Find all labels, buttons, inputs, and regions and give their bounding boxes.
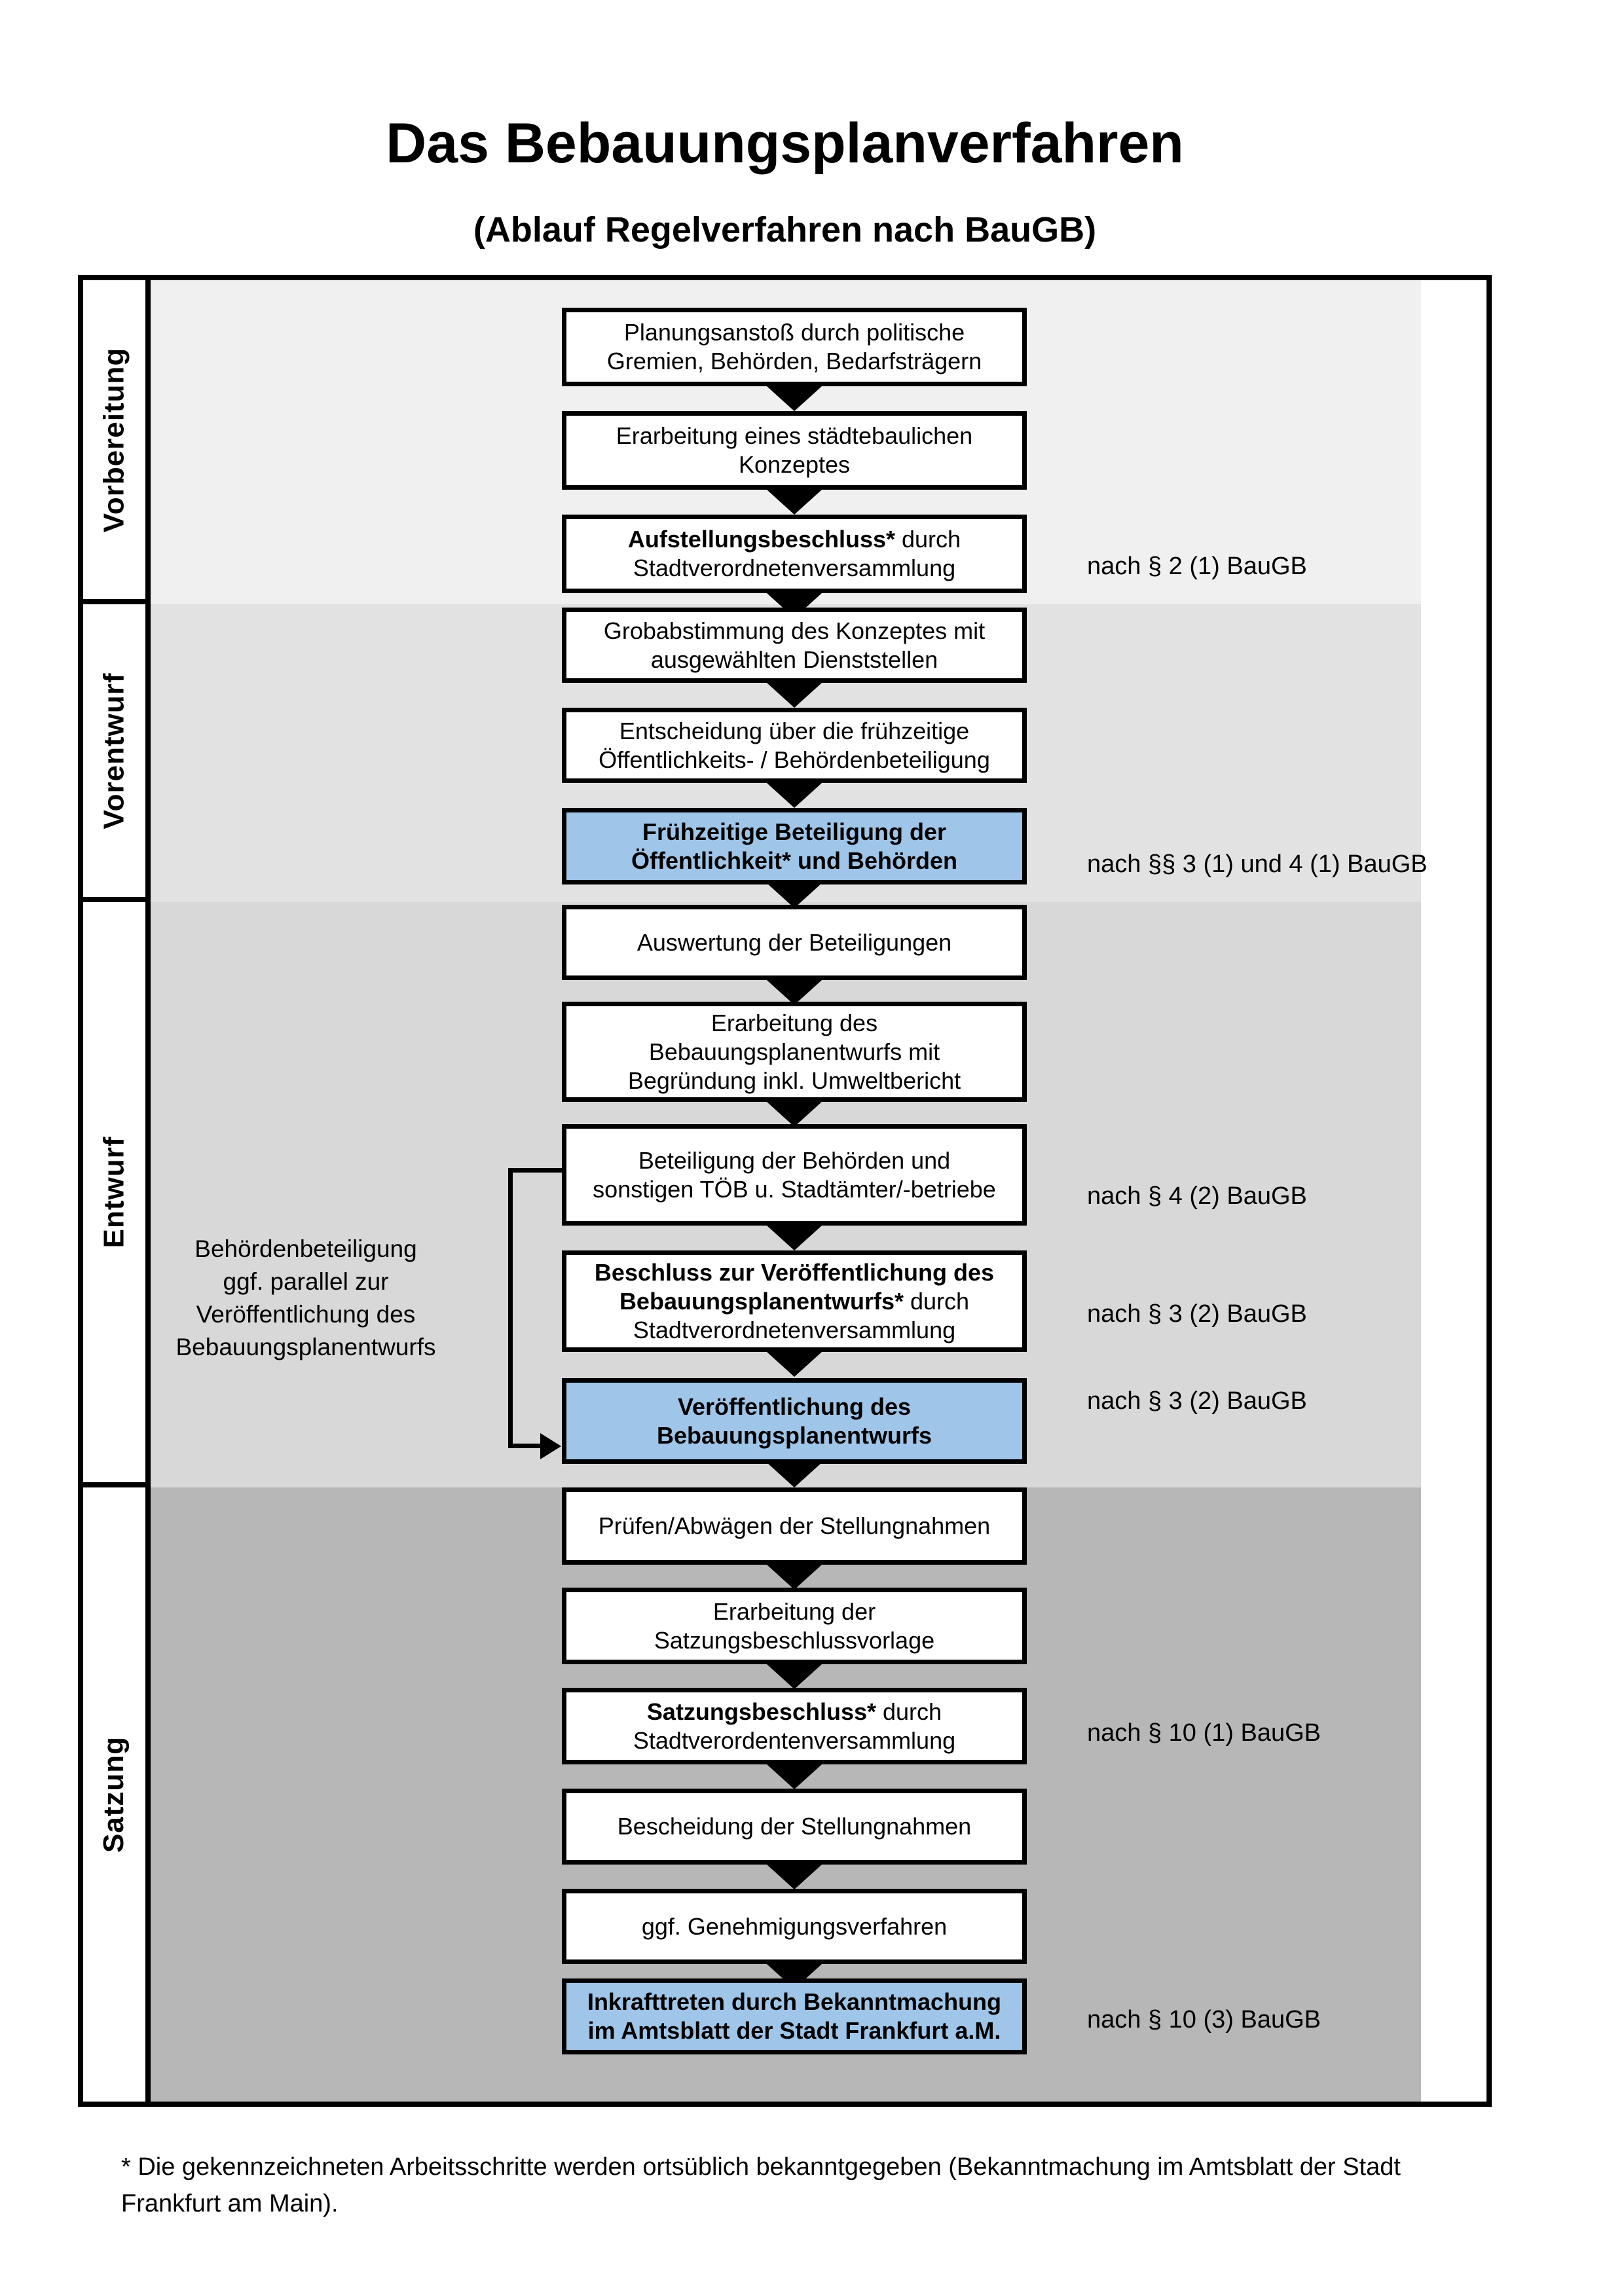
box-line: Erarbeitung des [710,1009,878,1036]
side-note-line: Bebauungsplanentwurfs [175,1334,436,1360]
box-line: Planungsanstoß durch politische [623,319,965,346]
box-line: Erarbeitung eines städtebaulichen [616,422,973,449]
flow-arrow [767,980,822,1005]
flow-arrow [767,1463,822,1487]
flow-arrow [767,1764,822,1789]
phase-label-text: Vorentwurf [98,672,130,829]
process-box-12: Prüfen/Abwägen der Stellungnahmen [562,1487,1027,1565]
box-line: ggf. Genehmigungsverfahren [641,1912,948,1940]
flow-arrow [767,1664,822,1689]
box-line: im Amtsblatt der Stadt Frankfurt a.M. [587,2017,1001,2044]
box-line: Aufstellungsbeschluss* durch [627,526,961,553]
phase-label-text: Vorbereitung [98,347,130,532]
phase-label-vorbereitung: Vorbereitung [83,280,151,604]
box-line: Öffentlichkeits- / Behördenbeteiligung [599,746,990,773]
side-note-line: Veröffentlichung des [196,1301,416,1328]
flow-arrow [767,783,822,808]
box-line: Begründung inkl. Umweltbericht [627,1066,961,1094]
box-line: Stadtverordnetenversammlung [633,555,956,581]
box-line: Entscheidung über die frühzeitige [619,717,970,744]
box-line: Beschluss zur Veröffentlichung des [594,1258,995,1286]
flow-arrow [767,386,822,411]
law-note-4: nach § 3 (2) BauGB [1087,1300,1307,1328]
phase-label-text: Entwurf [98,1136,130,1248]
box-line: Inkrafttreten durch Bekanntmachung [587,1988,1002,2015]
process-box-7: Auswertung der Beteiligungen [562,905,1027,980]
law-note-6: nach § 10 (1) BauGB [1087,1719,1321,1747]
box-line: Gremien, Behörden, Bedarfsträgern [606,348,982,374]
box-line: Auswertung der Beteiligungen [637,928,952,956]
box-line: Satzungsbeschlussvorlage [654,1626,935,1654]
flow-arrow [767,1226,822,1250]
box-line: Bebauungsplanentwurfs mit [648,1038,940,1065]
flow-arrow [767,1565,822,1590]
footnote: * Die gekennzeichneten Arbeitsschritte w… [121,2149,1470,2222]
phase-label-vorentwurf: Vorentwurf [83,604,151,902]
box-line: Erarbeitung der [712,1597,876,1625]
bracket-vertical-line [508,1168,513,1448]
process-box-15: Bescheidung der Stellungnahmen [562,1789,1027,1865]
box-line: Frühzeitige Beteiligung der [642,818,947,845]
side-note-line: Behördenbeteiligung [194,1235,417,1262]
flow-arrow [767,1102,822,1127]
box-line: ausgewählten Dienststellen [650,646,938,673]
law-note-7: nach § 10 (3) BauGB [1087,2006,1321,2033]
phase-label-entwurf: Entwurf [83,902,151,1487]
footnote-line: Frankfurt am Main). [121,2190,339,2217]
box-line: Beteiligung der Behörden und [638,1146,951,1174]
law-note-5: nach § 3 (2) BauGB [1087,1387,1307,1415]
process-box-16: ggf. Genehmigungsverfahren [562,1889,1027,1964]
page-title: Das Bebauungsplanverfahren [386,112,1184,175]
box-line: Stadtverordentenversammlung [633,1726,956,1754]
box-line: Öffentlichkeit* und Behörden [631,847,958,874]
box-line: Bebauungsplanentwurfs* durch [619,1287,970,1315]
law-note-2: nach §§ 3 (1) und 4 (1) BauGB [1087,850,1428,878]
box-line: Grobabstimmung des Konzeptes mit [603,617,986,644]
phase-label-text: Satzung [98,1736,130,1853]
phase-label-satzung: Satzung [83,1487,151,2102]
bracket-top-segment [508,1168,562,1173]
diagram-frame: Vorbereitung Vorentwurf Entwurf Satzung … [78,275,1492,2107]
footnote-line: * Die gekennzeichneten Arbeitsschritte w… [121,2153,1401,2181]
law-note-1: nach § 2 (1) BauGB [1087,553,1307,580]
page-subtitle: (Ablauf Regelverfahren nach BauGB) [473,210,1097,249]
flow-arrow [767,490,822,515]
box-line: Bescheidung der Stellungnahmen [617,1813,972,1840]
flow-arrow [767,883,822,908]
box-line: sonstigen TÖB u. Stadtämter/-betriebe [593,1175,996,1203]
side-note: Behördenbeteiligung ggf. parallel zur Ve… [155,1233,456,1364]
flow-arrow [767,1865,822,1889]
bracket-bottom-segment [508,1444,542,1448]
box-line: Prüfen/Abwägen der Stellungnahmen [598,1512,991,1539]
law-note-3: nach § 4 (2) BauGB [1087,1182,1307,1210]
bracket-arrowhead-icon [540,1433,561,1459]
box-line: Konzeptes [738,451,851,478]
box-line: Stadtverordnetenversammlung [633,1316,956,1343]
side-note-line: ggf. parallel zur [223,1268,389,1295]
box-line: Veröffentlichung des [677,1393,912,1420]
flow-arrow [767,1352,822,1377]
box-line: Satzungsbeschluss* durch [646,1698,942,1725]
box-line: Bebauungsplanentwurfs [656,1421,932,1449]
flow-arrow [767,683,822,708]
